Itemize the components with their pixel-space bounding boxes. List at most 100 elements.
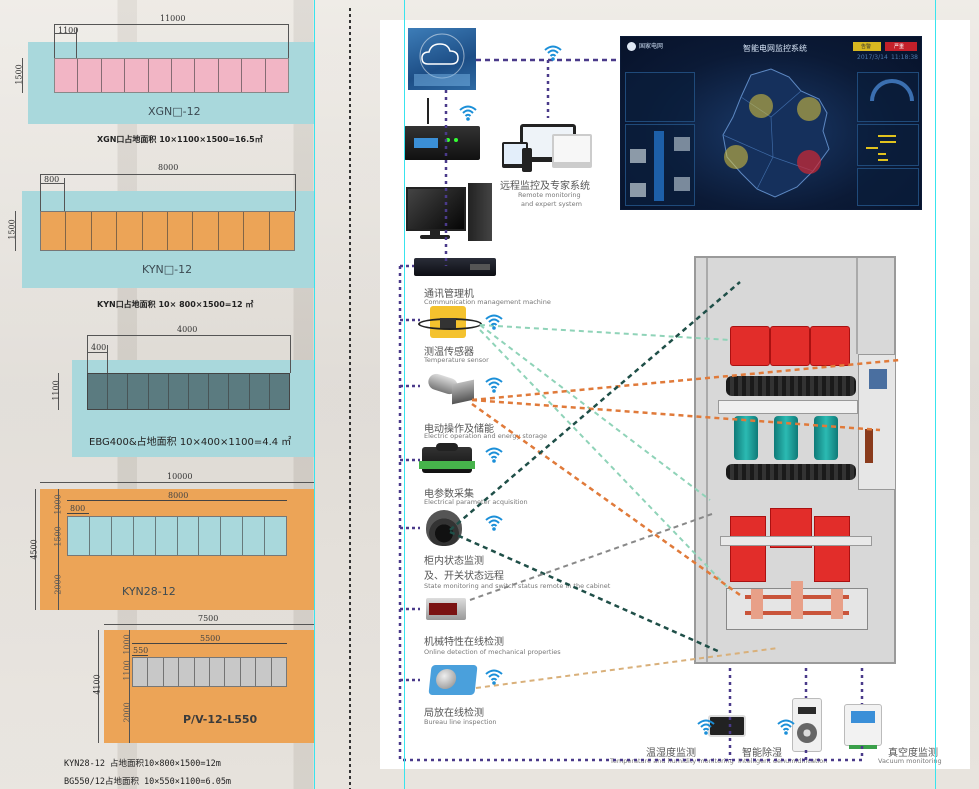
wifi-icon [485, 314, 503, 330]
vacuum-monitor [844, 704, 882, 749]
dim-front: 1000 [122, 634, 132, 655]
bottom-device-label-cn: 真空度监测 [888, 748, 938, 759]
remote-system-label-en-2: and expert system [521, 200, 582, 208]
cabinet-row [132, 657, 287, 687]
badge-alarm: 严重 [885, 42, 917, 51]
desktop-computer [406, 183, 494, 243]
mechanical-detector [426, 598, 466, 620]
dashboard-time: 11:18:38 [891, 54, 918, 61]
dim-rear: 2000 [53, 574, 63, 595]
remote-system-label-en-1: Remote monitoring [518, 191, 581, 199]
dim-depth: 1100 [51, 380, 61, 401]
dim-cabinet-width: 1100 [58, 26, 79, 35]
wifi-icon [544, 45, 562, 61]
wifi-icon [485, 447, 503, 463]
device-label-en: Electric operation and energy storage [424, 432, 548, 440]
badge-warning-label: 告警 [861, 44, 872, 50]
dashboard-right-panel-2 [857, 124, 919, 166]
badge-alarm-label: 严重 [894, 44, 905, 50]
remote-monitoring-devices [502, 124, 592, 176]
map-hotspot [749, 94, 773, 118]
wifi-icon [777, 719, 795, 735]
dashboard-brand: 国家电网 [639, 43, 664, 50]
dim-outer-depth: 4500 [29, 539, 39, 560]
dome-camera [426, 510, 462, 546]
wifi-icon [697, 719, 715, 735]
dashboard-left-panel-1 [625, 72, 695, 122]
dim-depth: 1500 [53, 526, 63, 547]
switchgear-cabinet [694, 256, 896, 664]
cabinet-row [40, 211, 295, 251]
control-compartment [858, 354, 896, 490]
cloud-platform [408, 28, 476, 90]
bottom-device-label-cn: 智能除湿 [742, 748, 782, 759]
dim-total-width: 5500 [200, 634, 221, 643]
dim-depth: 1100 [122, 660, 132, 681]
guide-line [935, 0, 936, 789]
link-motor-3 [471, 402, 741, 597]
bus-line-left-trunk [398, 266, 810, 762]
link-temp-3 [479, 329, 731, 591]
wireless-gateway [404, 98, 480, 162]
link-temp-2 [479, 324, 711, 501]
link-camera-2 [449, 530, 721, 654]
dim-outer-width: 10000 [167, 472, 193, 481]
wifi-icon [485, 377, 503, 393]
current-transformer [814, 416, 838, 460]
dashboard-title: 智能电网监控系统 [743, 44, 807, 53]
monitoring-dashboard: 国家电网 智能电网监控系统 告警 严重 2017/3/14 11:18:38 [620, 36, 922, 210]
dashboard-map [722, 68, 830, 198]
dim-outer-depth: 4100 [92, 674, 102, 695]
cabinet-row [67, 516, 287, 556]
link-motor-2 [471, 398, 881, 432]
device-label-cn: 通讯管理机 [424, 289, 474, 300]
device-label-en: Electrical parameter acquisition [424, 498, 528, 506]
badge-warning: 告警 [853, 42, 881, 51]
dim-total-width: 8000 [168, 491, 189, 500]
dim-cabinet-width: 400 [91, 343, 107, 352]
device-label-cn: 机械特性在线检测 [424, 637, 504, 648]
dashboard-left-panel-2 [625, 124, 695, 206]
dim-outer-width: 7500 [198, 614, 219, 623]
device-label-en: Temperature sensor [424, 356, 489, 364]
isolator-switch [730, 326, 850, 366]
dim-total-width: 8000 [158, 163, 179, 172]
model-title: KYN28-12 [122, 585, 176, 598]
device-label-en: Communication management machine [424, 298, 551, 306]
bus-line-dehumid-2 [804, 744, 864, 762]
area-caption: XGN口占地面积 10×1100×1500=16.5㎡ [97, 135, 263, 144]
area-caption: EBG400&占地面积 10×400×1100=4.4 ㎡ [89, 437, 292, 448]
device-label-en: Bureau line inspection [424, 718, 497, 726]
fuse-unit [814, 516, 850, 582]
device-label-cn: 测温传感器 [424, 347, 474, 358]
wifi-icon [485, 669, 503, 685]
dashboard-date: 2017/3/14 [857, 54, 888, 61]
communication-manager-device [414, 258, 496, 276]
bottom-device-label-cn: 温湿度监测 [646, 748, 696, 759]
cabinet-row [87, 373, 290, 410]
device-label-en: State monitoring and switch status remot… [424, 582, 611, 590]
map-hotspot-alarm [797, 150, 821, 174]
dehumidifier [792, 698, 822, 752]
dim-cabinet-width: 550 [133, 646, 149, 655]
dashboard-right-panel-1 [857, 72, 919, 122]
bottom-device-label-en: Vacuum monitoring [878, 757, 942, 765]
dim-cabinet-width: 800 [44, 175, 60, 184]
wifi-icon [485, 515, 503, 531]
guide-line [404, 0, 405, 789]
link-camera-1 [449, 281, 741, 531]
dim-depth: 1500 [14, 64, 24, 85]
link-motor-1 [471, 358, 901, 402]
device-label-cn: 电参数采集 [424, 489, 474, 500]
bottom-caption-1: KYN28-12 占地面积10×800×1500=12m [64, 759, 221, 769]
device-label-cn: 局放在线检测 [424, 708, 484, 719]
device-label-cn-2: 及、开关状态远程 [424, 571, 504, 582]
grounding-switch [726, 581, 868, 630]
dashboard-right-panel-3 [857, 168, 919, 206]
dashboard-logo-icon [627, 42, 636, 51]
dim-total-width: 4000 [177, 325, 198, 334]
current-transformer [734, 416, 758, 460]
device-label-cn: 电动操作及储能 [424, 424, 494, 435]
guide-line [314, 0, 315, 789]
bottom-caption-2: BG550/12占地面积 10×550×1100=6.05m [64, 777, 232, 787]
